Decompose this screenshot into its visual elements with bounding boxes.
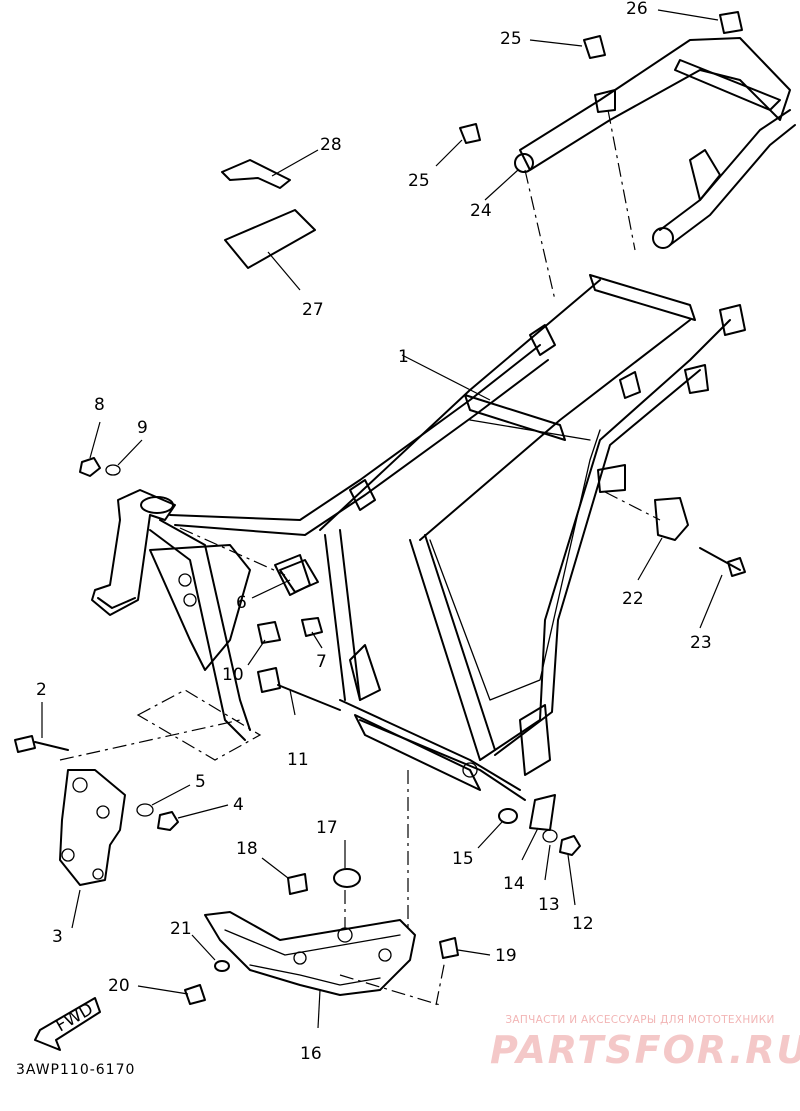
callout-16: 16 xyxy=(300,1044,322,1064)
callout-19: 19 xyxy=(495,946,517,966)
watermark-logo: PARTSFOR.RU xyxy=(490,1028,800,1072)
callout-14: 14 xyxy=(503,874,525,894)
skid-plate xyxy=(204,911,416,996)
assembly-lines xyxy=(59,109,661,1006)
watermark-tagline: ЗАПЧАСТИ И АКСЕССУАРЫ ДЛЯ МОТОТЕХНИКИ xyxy=(505,1014,775,1026)
callout-9: 9 xyxy=(137,418,148,438)
engine-bracket xyxy=(59,769,126,886)
fasteners xyxy=(14,11,746,1005)
fwd-arrow: FWD xyxy=(34,997,101,1051)
callout-20: 20 xyxy=(108,976,130,996)
callouts: 1 2 3 4 5 6 7 8 9 10 11 12 13 14 15 16 1… xyxy=(36,0,712,1064)
callout-13: 13 xyxy=(538,895,560,915)
callout-7: 7 xyxy=(316,652,327,672)
callout-12: 12 xyxy=(572,914,594,934)
callout-4: 4 xyxy=(233,795,244,815)
callout-17: 17 xyxy=(316,818,338,838)
callout-8: 8 xyxy=(94,395,105,415)
callout-26: 26 xyxy=(626,0,648,19)
callout-2: 2 xyxy=(36,680,47,700)
callout-10: 10 xyxy=(222,665,244,685)
watermark: ЗАПЧАСТИ И АКСЕССУАРЫ ДЛЯ МОТОТЕХНИКИ PA… xyxy=(490,1014,800,1072)
callout-25-top: 25 xyxy=(500,29,522,49)
callout-24: 24 xyxy=(470,201,492,221)
rear-subframe xyxy=(514,37,796,249)
callout-3: 3 xyxy=(52,927,63,947)
callout-28: 28 xyxy=(320,135,342,155)
reference-code: 3AWP110-6170 xyxy=(16,1062,136,1078)
callout-1: 1 xyxy=(398,347,409,367)
fwd-label: FWD xyxy=(53,999,97,1036)
callout-5: 5 xyxy=(195,772,206,792)
callout-21: 21 xyxy=(170,919,192,939)
callout-11: 11 xyxy=(287,750,309,770)
callout-23: 23 xyxy=(690,633,712,653)
callout-25-mid: 25 xyxy=(408,171,430,191)
callout-15: 15 xyxy=(452,849,474,869)
main-frame xyxy=(91,274,746,801)
callout-22: 22 xyxy=(622,589,644,609)
callout-6: 6 xyxy=(236,593,247,613)
callout-18: 18 xyxy=(236,839,258,859)
callout-27: 27 xyxy=(302,300,324,320)
leader-lines xyxy=(41,9,723,1029)
